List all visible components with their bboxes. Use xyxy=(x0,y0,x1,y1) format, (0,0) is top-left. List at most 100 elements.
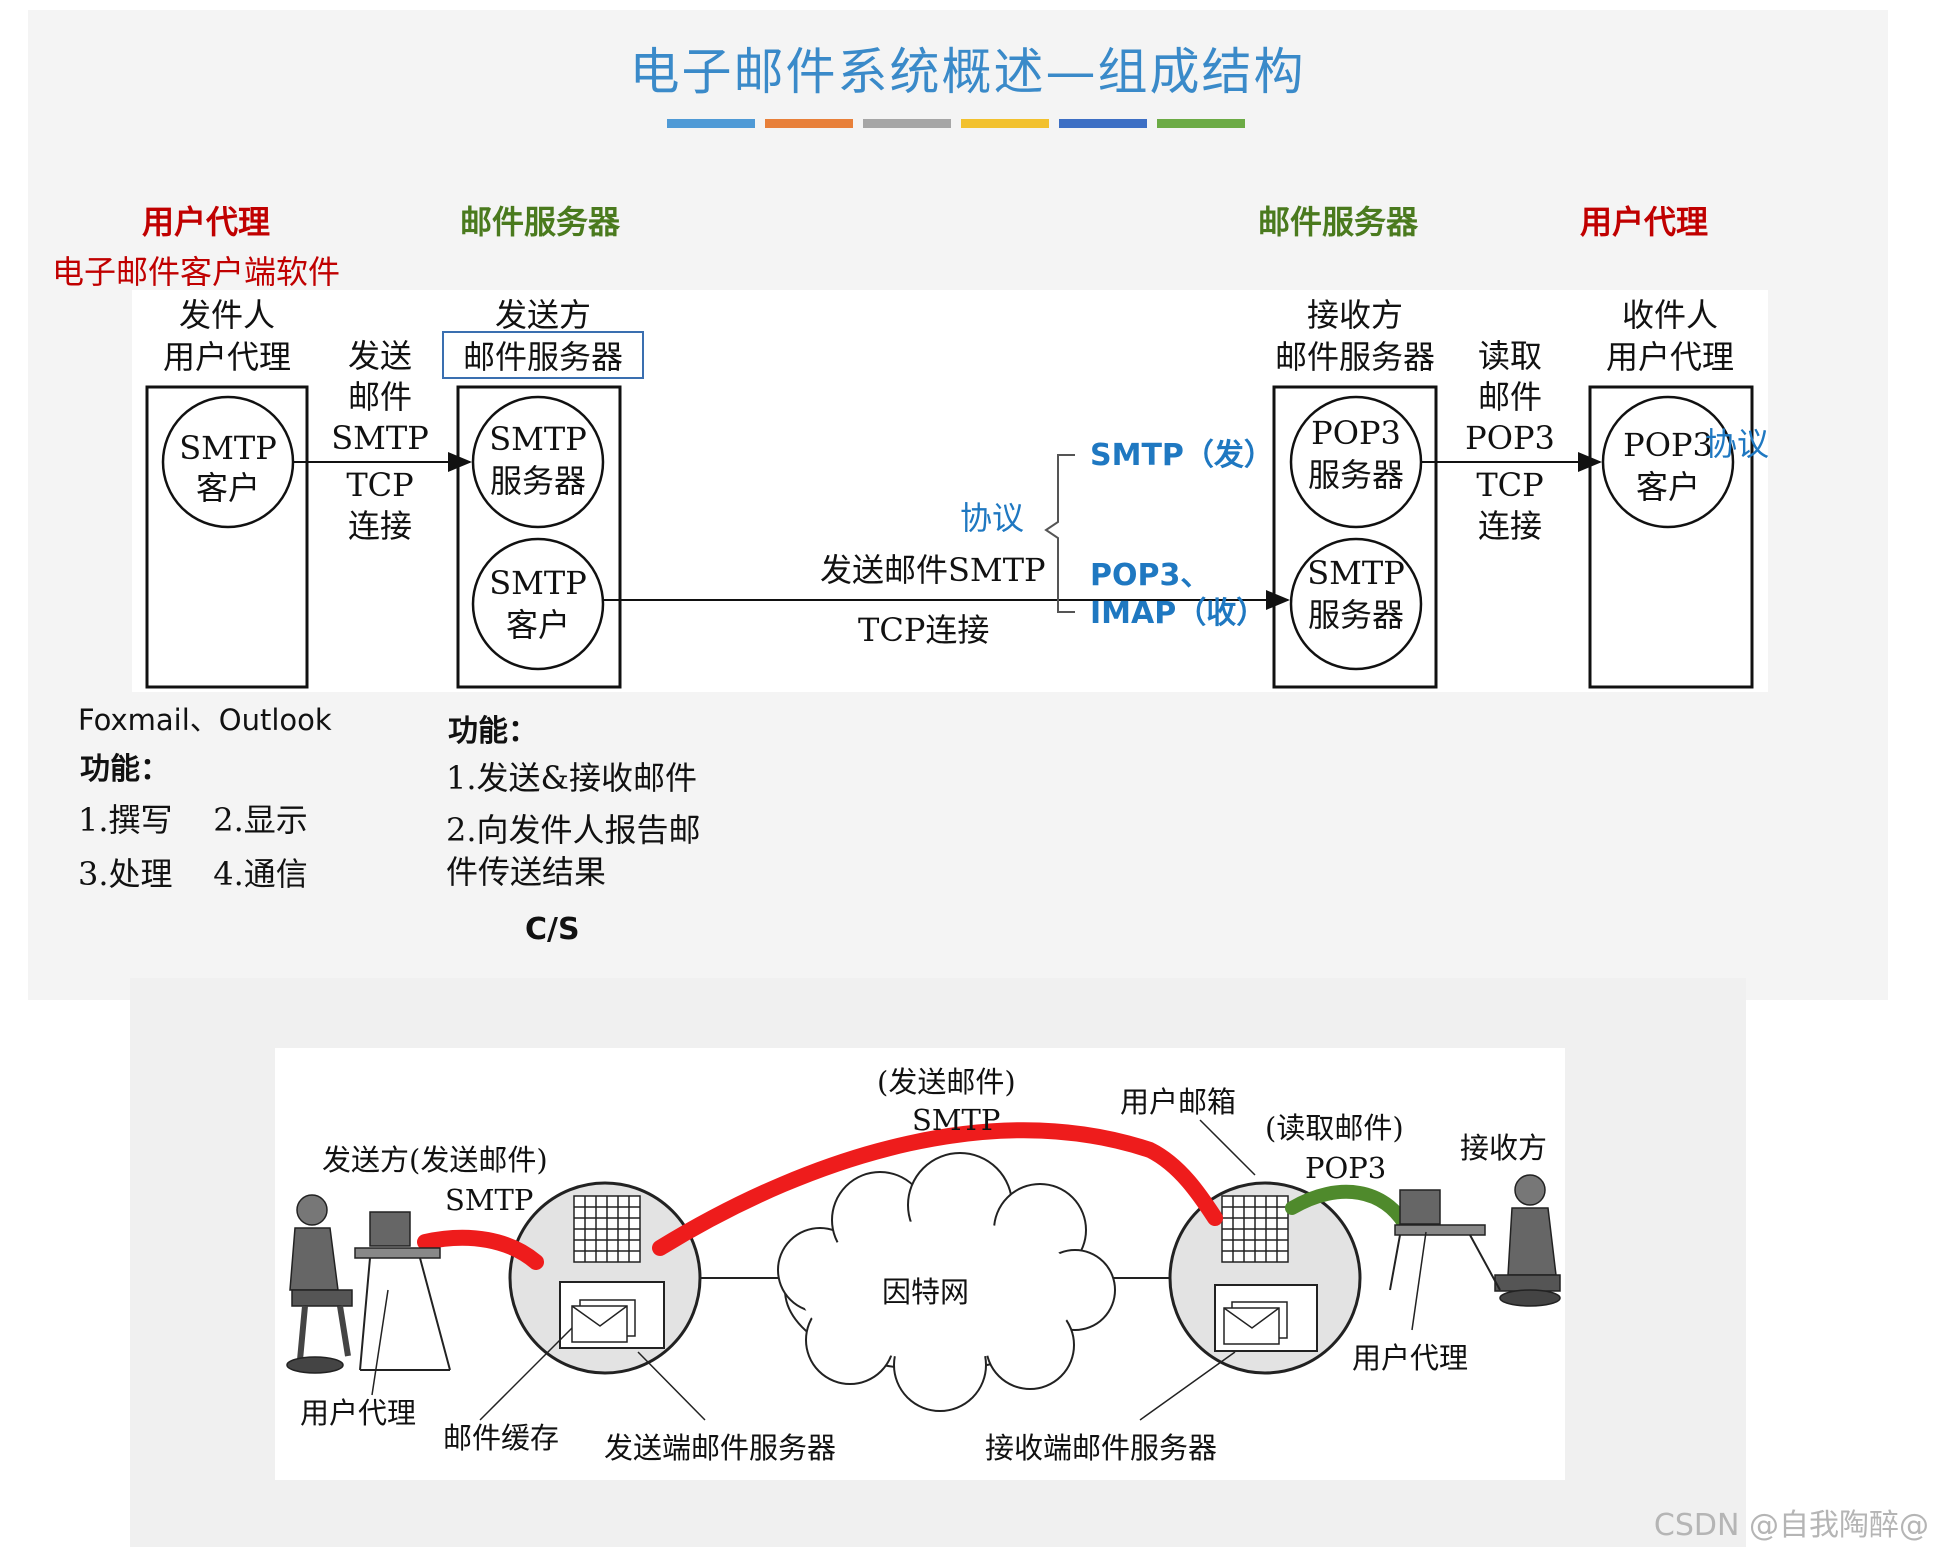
pop3-server-line1: POP3 xyxy=(1311,414,1401,452)
middle-send-label: 发送邮件SMTP xyxy=(820,551,1046,589)
apps-label: Foxmail、Outlook xyxy=(78,703,332,737)
smtp-client-2-circle xyxy=(471,537,605,671)
pop3-path-green xyxy=(1285,1184,1412,1232)
protocol-right-label: 协议 xyxy=(1705,425,1770,463)
receiver-person-icon xyxy=(1389,1174,1561,1307)
middle-func-title: 功能： xyxy=(448,714,538,749)
protocol-pop3: POP3、 xyxy=(1090,558,1211,593)
protocol-label: 协议 xyxy=(960,499,1025,537)
pop3-client-line1: POP3 xyxy=(1623,426,1713,464)
protocol-smtp: SMTP（发） xyxy=(1090,438,1274,473)
smtp-client-2-line1: SMTP xyxy=(489,564,587,602)
sender-person-icon xyxy=(286,1194,451,1374)
sender-server-line1: 发送方 xyxy=(494,296,591,334)
receiver-ua-line2: 用户代理 xyxy=(1605,338,1734,376)
top-diagram-background xyxy=(132,290,1768,692)
read-mail-bottom-label: (读取邮件) xyxy=(1265,1111,1404,1145)
smtp-server-2-label: SMTP 服务器 xyxy=(1291,552,1421,636)
send-mail-label: 发送 邮件 SMTP TCP 连接 xyxy=(320,336,440,547)
smtp-server-1-line2: 服务器 xyxy=(489,462,586,500)
send-mail-line3: SMTP xyxy=(331,419,429,457)
pop3-server-label: POP3 服务器 xyxy=(1291,412,1421,496)
right-user-agent-header: 用户代理 xyxy=(1580,203,1709,241)
top-send-label: (发送邮件) xyxy=(877,1065,1016,1099)
receiver-server-box xyxy=(1272,385,1438,689)
receiver-server-line2: 邮件服务器 xyxy=(1274,338,1435,376)
middle-tcp-label: TCP连接 xyxy=(858,611,990,649)
title-bar-segment xyxy=(863,119,951,128)
title-bar-segment xyxy=(765,119,853,128)
smtp-client-2-line2: 客户 xyxy=(505,606,570,644)
client-software-label: 电子邮件客户端软件 xyxy=(52,253,341,291)
protocol-imap: IMAP（收） xyxy=(1090,596,1267,631)
top-smtp-label: SMTP xyxy=(912,1103,1001,1137)
sender-server-highlight xyxy=(442,331,644,379)
smtp-path-servers-red xyxy=(652,1122,1223,1256)
read-mail-label: 读取 邮件 POP3 TCP 连接 xyxy=(1450,336,1570,547)
receiving-server-label: 接收端邮件服务器 xyxy=(985,1431,1218,1465)
sending-server-label: 发送端邮件服务器 xyxy=(604,1431,837,1465)
smtp-server-1-circle xyxy=(471,395,605,529)
pop3-client-line2: 客户 xyxy=(1635,468,1700,506)
mail-cache-label: 邮件缓存 xyxy=(443,1421,560,1455)
mailbox-label: 用户邮箱 xyxy=(1120,1085,1237,1119)
protocol-brace xyxy=(1044,454,1075,613)
left-user-agent-header: 用户代理 xyxy=(142,203,271,241)
sending-mail-cache-icon xyxy=(559,1281,665,1349)
title-bar-segment xyxy=(1157,119,1245,128)
left-func-line2: 3.处理 4.通信 xyxy=(78,855,308,893)
smtp-server-1-label: SMTP 服务器 xyxy=(473,418,603,502)
sender-server-box xyxy=(456,385,622,689)
middle-func-line3: 件传送结果 xyxy=(446,853,607,891)
csdn-watermark: CSDN @自我陶醉@ xyxy=(1653,1508,1929,1543)
sender-ua-label-line2: 用户代理 xyxy=(162,338,291,376)
receiving-mail-cache-icon xyxy=(1214,1284,1318,1352)
sender-smtp-label: SMTP xyxy=(445,1183,534,1217)
middle-func-line2: 2.向发件人报告邮 xyxy=(446,811,701,849)
cs-label: C/S xyxy=(525,912,580,947)
receiver-ua-label: 收件人 用户代理 xyxy=(1570,294,1770,378)
receiver-label: 接收方 xyxy=(1460,1131,1548,1165)
sender-ua-box xyxy=(145,385,309,689)
read-mail-line1: 读取 xyxy=(1477,337,1542,375)
read-mail-line4: TCP xyxy=(1476,466,1544,504)
sender-server-line2: 邮件服务器 xyxy=(462,338,623,376)
title-bar-segment xyxy=(961,119,1049,128)
sender-server-label: 发送方 邮件服务器 xyxy=(443,294,643,378)
middle-func-line1: 1.发送&接收邮件 xyxy=(446,759,698,797)
smtp-server-2-circle xyxy=(1289,537,1423,671)
smtp-client-1-line1: SMTP xyxy=(179,429,277,467)
smtp-server-2-line2: 服务器 xyxy=(1307,596,1404,634)
receiver-ua-line1: 收件人 xyxy=(1621,296,1718,334)
smtp-path-sender-red xyxy=(417,1229,544,1270)
pop3-client-circle xyxy=(1601,395,1735,529)
receiving-mailbox-grid-icon xyxy=(1221,1195,1289,1263)
left-func-line1: 1.撰写 2.显示 xyxy=(78,801,308,839)
receiver-ua-box xyxy=(1588,385,1754,689)
read-pop3-label: POP3 xyxy=(1305,1151,1387,1185)
pop3-client-label: POP3 客户 xyxy=(1603,424,1733,508)
send-mail-line4: TCP xyxy=(346,466,414,504)
internet-label: 因特网 xyxy=(882,1275,970,1309)
left-mail-server-header: 邮件服务器 xyxy=(460,203,621,241)
smtp-server-2-line1: SMTP xyxy=(1307,554,1405,592)
pop3-server-line2: 服务器 xyxy=(1307,456,1404,494)
send-mail-line5: 连接 xyxy=(347,507,412,545)
send-mail-line1: 发送 xyxy=(347,337,412,375)
read-mail-line5: 连接 xyxy=(1477,507,1542,545)
user-agent-left-label: 用户代理 xyxy=(300,1396,417,1430)
smtp-client-2-label: SMTP 客户 xyxy=(473,562,603,646)
smtp-client-1-line2: 客户 xyxy=(195,469,260,507)
right-mail-server-header: 邮件服务器 xyxy=(1258,203,1419,241)
internet-cloud xyxy=(777,1152,1116,1412)
read-mail-line3: POP3 xyxy=(1465,419,1555,457)
receiver-server-label: 接收方 邮件服务器 xyxy=(1255,294,1455,378)
receiver-server-line1: 接收方 xyxy=(1306,296,1403,334)
user-agent-right-label: 用户代理 xyxy=(1352,1341,1469,1375)
send-mail-line2: 邮件 xyxy=(347,378,412,416)
read-mail-line2: 邮件 xyxy=(1477,378,1542,416)
pointer-lines xyxy=(371,1119,1427,1421)
sender-label: 发送方(发送邮件) xyxy=(322,1143,548,1177)
